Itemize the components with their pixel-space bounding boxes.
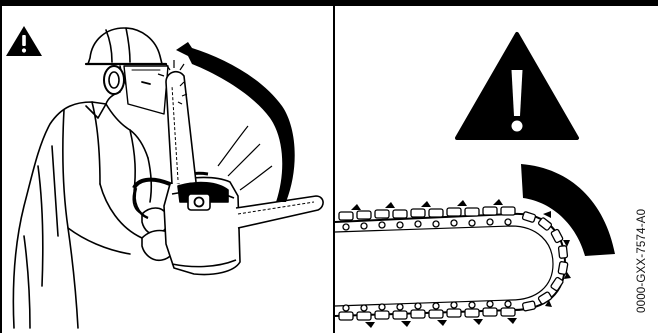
chain-links-top [338,206,516,231]
chain-cutters-top [351,199,503,210]
chain-links-bottom [338,300,516,321]
chain-cutters-bottom [365,318,517,328]
top-rule [0,0,658,6]
operator [12,91,177,329]
image-code-label: 0000-GXX-7574-A0 [636,208,648,313]
chainsaw-bar-lower [235,195,324,229]
kickback-zone-quadrant [521,164,615,256]
warning-triangle-large-icon [455,32,579,140]
curved-arrow-icon [176,42,295,202]
chainsaw-bar-raised [157,60,197,185]
chainsaw-body [132,171,241,276]
motion-lines [217,125,273,191]
left-panel [0,6,333,333]
chain-cutters-nose [543,211,571,307]
chain-bar-nose-illustration [335,32,615,328]
operator-head [84,27,169,115]
warning-triangle-small-icon [6,26,42,56]
chain-links-nose [521,211,569,312]
guide-bar [335,212,566,317]
operator-kickback-illustration [6,26,324,329]
right-panel: 0000-GXX-7574-A0 [333,6,658,333]
